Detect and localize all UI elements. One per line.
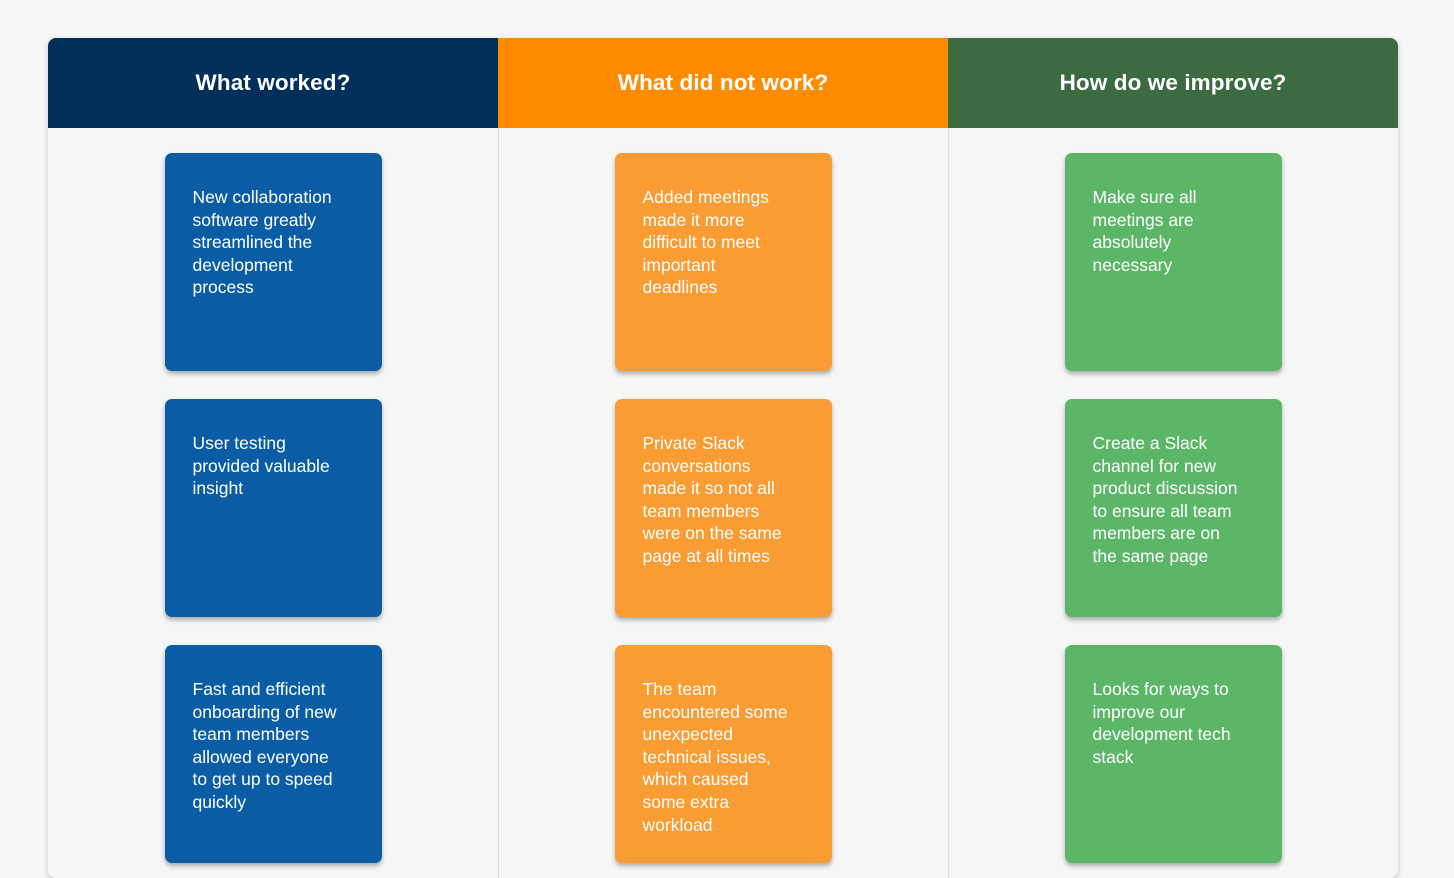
column-how-do-we-improve: How do we improve? Make sure all meetings… [948, 38, 1398, 878]
sticky-note-text: User testing provided valuable insight [192, 433, 330, 499]
sticky-note[interactable]: The team encountered some unexpected tec… [614, 645, 832, 863]
sticky-note-text: Create a Slack channel for new product d… [1092, 433, 1238, 566]
sticky-note[interactable]: Create a Slack channel for new product d… [1064, 399, 1282, 617]
column-header-what-did-not-work[interactable]: What did not work? [498, 38, 948, 128]
sticky-note-text: Fast and efficient onboarding of new tea… [192, 679, 337, 812]
sticky-note[interactable]: Added meetings made it more difficult to… [614, 153, 832, 371]
sticky-note[interactable]: Private Slack conversations made it so n… [614, 399, 832, 617]
sticky-note[interactable]: User testing provided valuable insight [164, 399, 382, 617]
sticky-note-text: New collaboration software greatly strea… [192, 187, 332, 298]
column-what-worked: What worked? New collaboration software g… [48, 38, 498, 878]
column-cards-what-did-not-work: Added meetings made it more difficult to… [498, 128, 948, 878]
sticky-note-text: Added meetings made it more difficult to… [642, 187, 769, 298]
column-cards-how-do-we-improve: Make sure all meetings are absolutely ne… [948, 128, 1398, 878]
sticky-note-text: Private Slack conversations made it so n… [642, 433, 782, 566]
sticky-note[interactable]: Fast and efficient onboarding of new tea… [164, 645, 382, 863]
column-header-what-worked[interactable]: What worked? [48, 38, 498, 128]
sticky-note[interactable]: Looks for ways to improve our developmen… [1064, 645, 1282, 863]
sticky-note-text: Make sure all meetings are absolutely ne… [1092, 187, 1197, 275]
sticky-note-text: The team encountered some unexpected tec… [642, 679, 788, 835]
column-what-did-not-work: What did not work? Added meetings made it… [498, 38, 948, 878]
sticky-note[interactable]: Make sure all meetings are absolutely ne… [1064, 153, 1282, 371]
column-header-how-do-we-improve[interactable]: How do we improve? [948, 38, 1398, 128]
column-cards-what-worked: New collaboration software greatly strea… [48, 128, 498, 878]
retrospective-board: What worked? New collaboration software g… [48, 38, 1398, 878]
sticky-note-text: Looks for ways to improve our developmen… [1092, 679, 1231, 767]
sticky-note[interactable]: New collaboration software greatly strea… [164, 153, 382, 371]
